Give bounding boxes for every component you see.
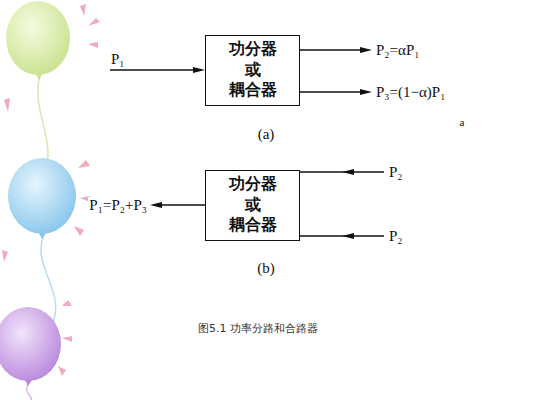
- pink-rays: [2, 4, 100, 376]
- figure-part-label: (b): [256, 260, 276, 277]
- figure-part-label: (a): [257, 126, 276, 143]
- signal-label: P₃=(1−α)P₁: [375, 84, 446, 101]
- box-label: 功分器 或 耦合器: [229, 39, 277, 101]
- balloon-blue: [8, 158, 76, 330]
- signal-label: P₂: [388, 228, 404, 245]
- signal-label: P₁=P₂+P₃: [88, 197, 148, 214]
- box-label: 功分器 或 耦合器: [229, 174, 277, 236]
- signal-label: P₂=αP₁: [375, 42, 420, 59]
- signal-label: P₁: [110, 51, 126, 68]
- process-box: 功分器 或 耦合器: [205, 35, 300, 106]
- process-box: 功分器 或 耦合器: [205, 170, 300, 241]
- balloon-purple: [0, 307, 61, 400]
- figure-caption: 图5.1 功率分路和合路器: [198, 321, 318, 336]
- signal-label: a: [459, 116, 466, 128]
- signal-label: P₂: [388, 164, 404, 181]
- balloon-green: [6, 1, 70, 175]
